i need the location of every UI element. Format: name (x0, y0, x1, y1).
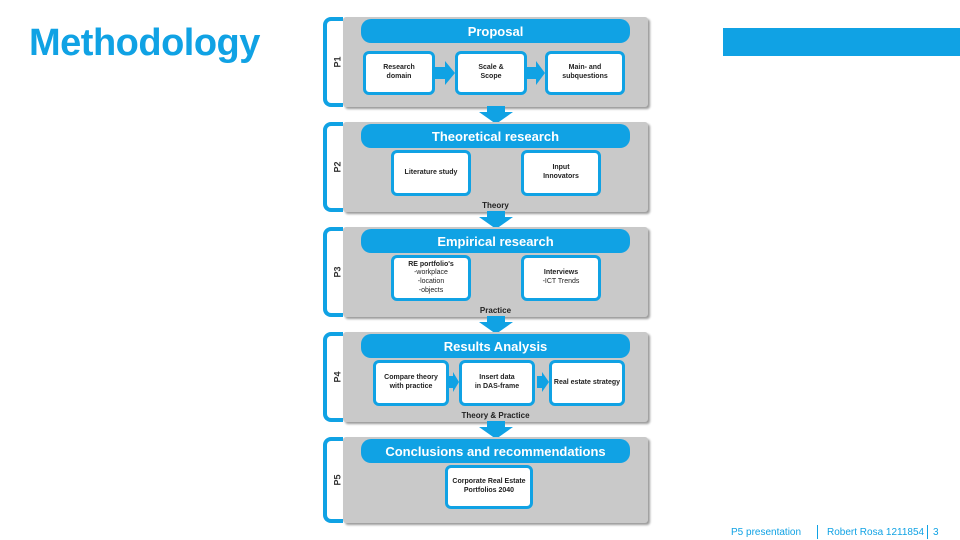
arrow-icon (527, 61, 545, 85)
phase-header: Theoretical research (361, 124, 630, 148)
step-box: Insert data in DAS-frame (459, 360, 535, 406)
step-box: Corporate Real Estate Portfolios 2040 (445, 465, 533, 509)
step-box: Compare theory with practice (373, 360, 449, 406)
accent-bar (723, 28, 960, 56)
phase-panel: Empirical research RE portfolio's -workp… (343, 227, 648, 317)
step-box: Literature study (391, 150, 471, 196)
phase-output-label: Theory (482, 201, 509, 210)
step-box: Real estate strategy (549, 360, 625, 406)
phase-panel: Conclusions and recommendations Corporat… (343, 437, 648, 523)
step-box: Main- and subquestions (545, 51, 625, 95)
step-box: Scale & Scope (455, 51, 527, 95)
phase-tag: P1 (332, 56, 343, 68)
step-box-list: -ICT Trends (542, 278, 580, 285)
down-arrow-icon (479, 106, 513, 124)
phase-p2: P2 Theoretical research Literature study… (323, 122, 648, 212)
phase-tag: P4 (332, 371, 343, 383)
phase-p5: P5 Conclusions and recommendations Corpo… (323, 437, 648, 523)
step-box: Research domain (363, 51, 435, 95)
arrow-icon (449, 372, 459, 392)
step-box-list: -workplace -location -objects (414, 269, 448, 294)
down-arrow-icon (479, 211, 513, 229)
phase-tag: P5 (332, 474, 343, 486)
phase-panel: Theoretical research Literature study In… (343, 122, 648, 212)
phase-bracket (323, 437, 343, 523)
step-box: Input Innovators (521, 150, 601, 196)
footer-author: Robert Rosa 1211854 (827, 527, 925, 538)
slide-title: Methodology (29, 22, 260, 64)
arrow-icon (537, 372, 549, 392)
phase-p3: P3 Empirical research RE portfolio's -wo… (323, 227, 648, 317)
phase-output-label: Theory & Practice (461, 411, 530, 420)
phase-header: Proposal (361, 19, 630, 43)
phase-bracket (323, 332, 343, 422)
phase-header: Conclusions and recommendations (361, 439, 630, 463)
page-number: 3 (933, 527, 939, 538)
phase-p4: P4 Results Analysis Compare theory with … (323, 332, 648, 422)
step-box-title: Interviews (543, 269, 579, 277)
phase-tag: P3 (332, 266, 343, 278)
footer-divider (817, 525, 818, 539)
phase-p1: P1 Proposal Research domain Scale & Scop… (323, 17, 648, 107)
phase-output-label: Practice (479, 306, 512, 315)
phase-panel: Proposal Research domain Scale & Scope M… (343, 17, 648, 107)
phase-bracket (323, 17, 343, 107)
down-arrow-icon (479, 316, 513, 334)
phase-header: Results Analysis (361, 334, 630, 358)
phase-header: Empirical research (361, 229, 630, 253)
step-box: Interviews -ICT Trends (521, 255, 601, 301)
step-box: RE portfolio's -workplace -location -obj… (391, 255, 471, 301)
down-arrow-icon (479, 421, 513, 439)
phase-panel: Results Analysis Compare theory with pra… (343, 332, 648, 422)
step-box-title: RE portfolio's (408, 260, 454, 268)
arrow-icon (435, 61, 455, 85)
phase-tag: P2 (332, 161, 343, 173)
footer-divider (927, 525, 928, 539)
phase-bracket (323, 227, 343, 317)
phase-bracket (323, 122, 343, 212)
footer-presentation: P5 presentation (731, 527, 802, 538)
